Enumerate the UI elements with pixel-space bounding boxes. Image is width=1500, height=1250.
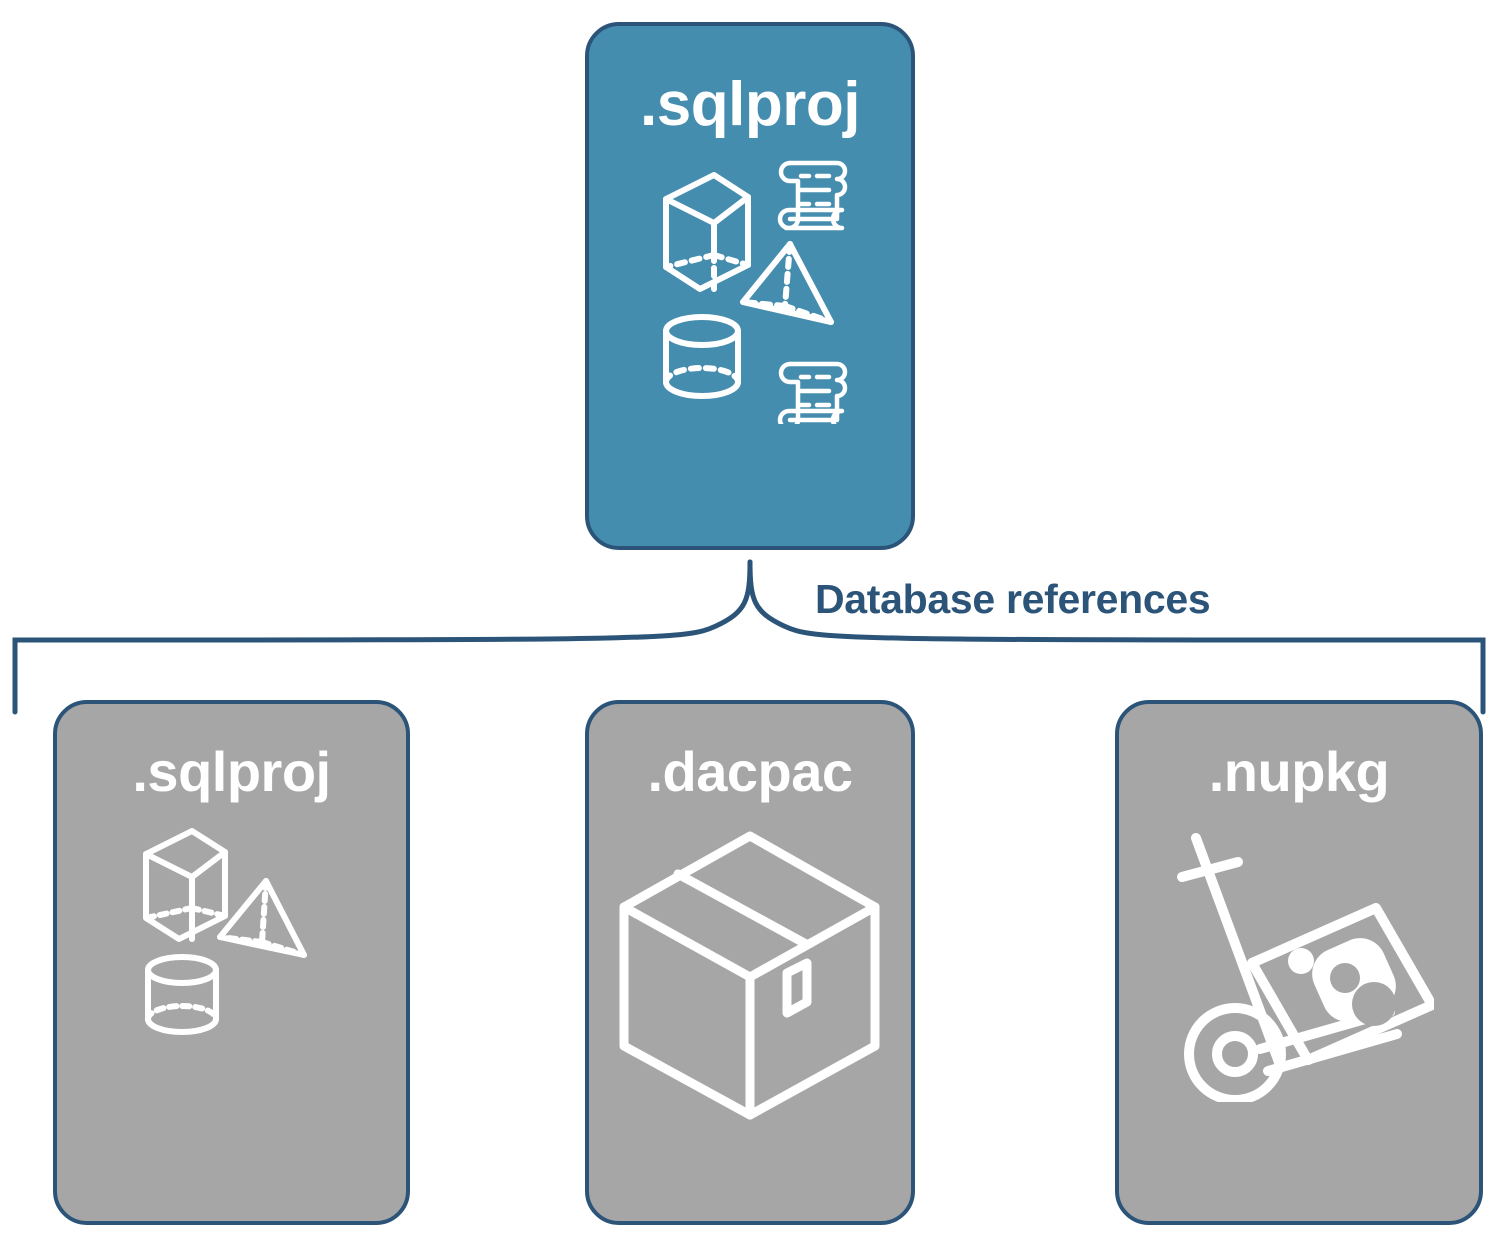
hand-truck-package-icon [1177,833,1434,1102]
node-root-icon-group [635,154,865,424]
node-reference-dacpac-icon-group [610,822,890,1122]
bracket-label: Database references [815,576,1211,622]
wireframe-cylinder-icon [663,314,741,399]
node-reference-sqlproj-label: .sqlproj [132,740,331,803]
wireframe-pyramid-icon [216,878,307,958]
wireframe-cylinder-icon [144,954,219,1035]
node-reference-sqlproj-icon-group [132,822,332,1042]
wireframe-cube-icon [142,828,228,942]
database-objects-icon [142,828,307,1035]
node-root-sqlproj[interactable]: .sqlproj [585,22,915,550]
wireframe-pyramid-icon [740,241,834,325]
node-reference-nupkg-icon-group [1164,822,1434,1102]
wireframe-cube-icon [663,172,751,292]
node-root-label: .sqlproj [640,70,860,139]
database-objects-icon [663,160,848,424]
bracket-left-arm [12,559,753,715]
node-reference-dacpac-label: .dacpac [647,740,853,803]
node-reference-dacpac[interactable]: .dacpac [585,700,915,1225]
cardboard-box-icon [619,831,880,1120]
node-reference-nupkg[interactable]: .nupkg [1115,700,1483,1225]
node-reference-sqlproj[interactable]: .sqlproj [53,700,410,1225]
scroll-icon [777,160,848,231]
scroll-icon [777,361,848,424]
node-reference-nupkg-label: .nupkg [1208,740,1390,803]
